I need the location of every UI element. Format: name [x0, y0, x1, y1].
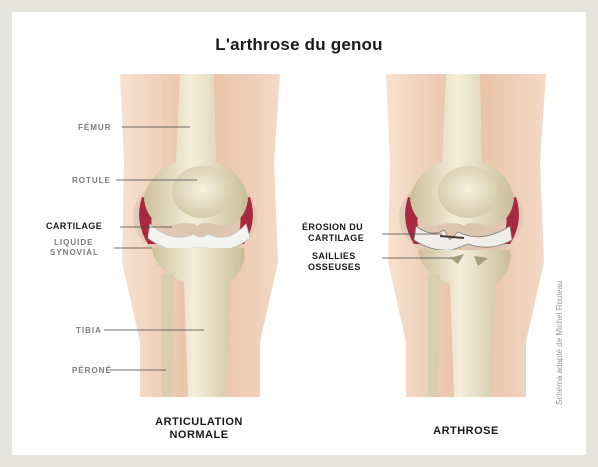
label-perone: PÉRONÉ [72, 366, 112, 375]
illustration-card: L'arthrose du genou [12, 12, 586, 455]
label-liquide: LIQUIDE [54, 238, 93, 247]
label-femur: FÉMUR [78, 123, 111, 132]
caption-arthrose: ARTHROSE [406, 425, 526, 438]
label-erosion-line2: CARTILAGE [308, 234, 364, 243]
label-saillies-line2: OSSEUSES [308, 263, 361, 272]
label-rotule: ROTULE [72, 176, 111, 185]
caption-normal: ARTICULATION NORMALE [134, 416, 264, 442]
caption-normal-line2: NORMALE [134, 429, 264, 442]
label-tibia: TIBIA [76, 326, 102, 335]
normal-knee [120, 74, 280, 397]
label-synovial: SYNOVIAL [50, 248, 99, 257]
caption-normal-line1: ARTICULATION [134, 416, 264, 429]
label-erosion-line1: ÉROSION DU [302, 223, 363, 232]
knee-illustrations [12, 12, 586, 455]
image-credit: Schéma adapté de Michel Rouleau [555, 280, 564, 405]
label-saillies-line1: SAILLIES [312, 252, 356, 261]
label-cartilage: CARTILAGE [46, 222, 102, 231]
arthritic-knee [386, 74, 546, 397]
